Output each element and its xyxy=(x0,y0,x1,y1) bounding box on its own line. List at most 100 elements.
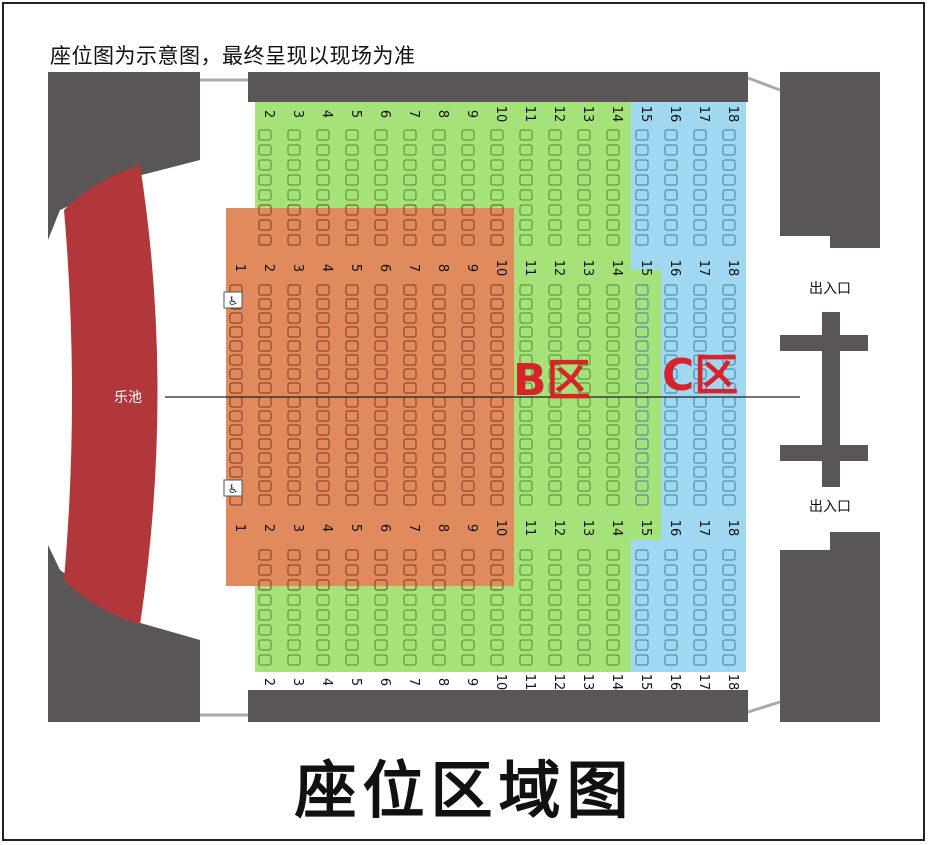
seat[interactable] xyxy=(403,466,417,478)
seat[interactable] xyxy=(345,144,359,156)
seat[interactable] xyxy=(287,326,301,338)
seat[interactable] xyxy=(461,438,475,450)
seat[interactable] xyxy=(722,354,736,366)
seat[interactable] xyxy=(693,129,707,141)
seat[interactable] xyxy=(606,354,620,366)
seat[interactable] xyxy=(490,410,504,422)
seat[interactable] xyxy=(548,424,562,436)
seat[interactable] xyxy=(693,639,707,651)
seat[interactable] xyxy=(316,144,330,156)
seat[interactable] xyxy=(722,624,736,636)
seat[interactable] xyxy=(606,284,620,296)
seat[interactable] xyxy=(519,326,533,338)
seat[interactable] xyxy=(664,284,678,296)
seat[interactable] xyxy=(229,438,243,450)
seat[interactable] xyxy=(258,326,272,338)
seat[interactable] xyxy=(693,480,707,492)
seat[interactable] xyxy=(461,129,475,141)
seat[interactable] xyxy=(548,129,562,141)
seat[interactable] xyxy=(432,174,446,186)
seat[interactable] xyxy=(693,159,707,171)
seat[interactable] xyxy=(577,452,591,464)
seat[interactable] xyxy=(287,410,301,422)
seat[interactable] xyxy=(345,624,359,636)
seat[interactable] xyxy=(606,639,620,651)
seat[interactable] xyxy=(432,219,446,231)
seat[interactable] xyxy=(461,340,475,352)
seat[interactable] xyxy=(635,452,649,464)
seat[interactable] xyxy=(287,564,301,576)
seat[interactable] xyxy=(635,234,649,246)
seat[interactable] xyxy=(316,410,330,422)
seat[interactable] xyxy=(548,298,562,310)
seat[interactable] xyxy=(461,410,475,422)
seat[interactable] xyxy=(664,326,678,338)
seat[interactable] xyxy=(490,549,504,561)
seat[interactable] xyxy=(345,189,359,201)
seat[interactable] xyxy=(548,654,562,666)
seat[interactable] xyxy=(664,298,678,310)
seat[interactable] xyxy=(548,326,562,338)
seat[interactable] xyxy=(374,466,388,478)
seat[interactable] xyxy=(374,174,388,186)
seat[interactable] xyxy=(287,480,301,492)
seat[interactable] xyxy=(461,204,475,216)
seat[interactable] xyxy=(548,368,562,380)
seat[interactable] xyxy=(577,382,591,394)
seat[interactable] xyxy=(461,144,475,156)
seat[interactable] xyxy=(635,410,649,422)
seat[interactable] xyxy=(345,410,359,422)
seat[interactable] xyxy=(258,174,272,186)
seat[interactable] xyxy=(693,594,707,606)
seat[interactable] xyxy=(577,609,591,621)
seat[interactable] xyxy=(432,340,446,352)
seat[interactable] xyxy=(316,609,330,621)
seat[interactable] xyxy=(374,594,388,606)
seat[interactable] xyxy=(635,174,649,186)
seat[interactable] xyxy=(577,312,591,324)
seat[interactable] xyxy=(693,144,707,156)
seat[interactable] xyxy=(548,594,562,606)
seat[interactable] xyxy=(490,609,504,621)
seat[interactable] xyxy=(229,340,243,352)
seat[interactable] xyxy=(519,204,533,216)
seat[interactable] xyxy=(693,549,707,561)
seat[interactable] xyxy=(432,382,446,394)
seat[interactable] xyxy=(664,549,678,561)
seat[interactable] xyxy=(664,234,678,246)
seat[interactable] xyxy=(287,549,301,561)
seat[interactable] xyxy=(316,219,330,231)
seat[interactable] xyxy=(664,340,678,352)
seat[interactable] xyxy=(635,129,649,141)
seat[interactable] xyxy=(577,624,591,636)
seat[interactable] xyxy=(374,159,388,171)
seat[interactable] xyxy=(316,624,330,636)
seat[interactable] xyxy=(432,298,446,310)
seat[interactable] xyxy=(316,594,330,606)
seat[interactable] xyxy=(693,326,707,338)
seat[interactable] xyxy=(519,368,533,380)
seat[interactable] xyxy=(403,382,417,394)
seat[interactable] xyxy=(722,480,736,492)
seat[interactable] xyxy=(345,452,359,464)
seat[interactable] xyxy=(258,144,272,156)
seat[interactable] xyxy=(693,312,707,324)
seat[interactable] xyxy=(316,340,330,352)
seat[interactable] xyxy=(635,654,649,666)
seat[interactable] xyxy=(374,219,388,231)
seat[interactable] xyxy=(258,204,272,216)
seat[interactable] xyxy=(722,438,736,450)
seat[interactable] xyxy=(519,340,533,352)
seat[interactable] xyxy=(461,654,475,666)
seat[interactable] xyxy=(635,594,649,606)
seat[interactable] xyxy=(519,579,533,591)
seat[interactable] xyxy=(374,298,388,310)
seat[interactable] xyxy=(548,159,562,171)
seat[interactable] xyxy=(345,494,359,506)
seat[interactable] xyxy=(258,579,272,591)
seat[interactable] xyxy=(374,579,388,591)
seat[interactable] xyxy=(722,284,736,296)
seat[interactable] xyxy=(606,654,620,666)
seat[interactable] xyxy=(635,189,649,201)
seat[interactable] xyxy=(635,368,649,380)
